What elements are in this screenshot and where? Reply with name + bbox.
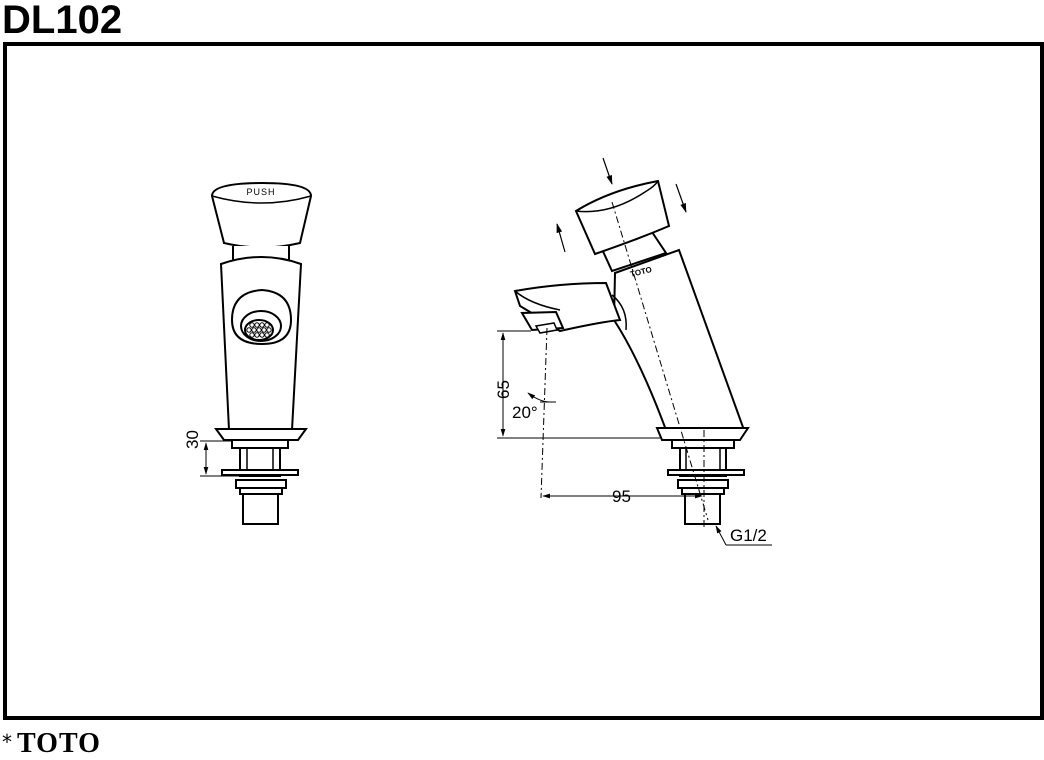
push-button: PUSH [210,181,313,249]
press-arrows [556,157,687,253]
reach-label: 95 [612,487,631,506]
thread-label: G1/2 [730,526,767,545]
side-push-button [574,179,671,256]
front-shank-top [231,439,289,449]
side-dimensions [497,330,772,546]
front-flange [214,428,308,441]
push-label: PUSH [246,187,275,197]
front-inlet-pipe [242,493,279,525]
side-view: TOTO [513,179,750,525]
side-nut [677,479,729,489]
side-spout [513,281,622,333]
aerator-icon [230,288,293,346]
side-flange [655,427,750,441]
front-locknut-washer [221,469,299,476]
side-inlet-pipe [684,493,721,525]
front-view: PUSH [210,181,313,525]
drawing-frame [3,42,1044,720]
side-height-label: 65 [494,380,513,399]
model-title: DL102 [2,0,123,42]
brand-name: TOTO [17,728,101,759]
brand-logo: *TOTO [2,726,101,760]
side-centerlines [540,201,709,528]
front-height-label: 30 [183,430,202,449]
asterisk-icon: * [2,730,13,754]
angle-label: 20° [512,403,538,422]
front-nut [235,479,287,489]
front-dimension [200,440,240,477]
